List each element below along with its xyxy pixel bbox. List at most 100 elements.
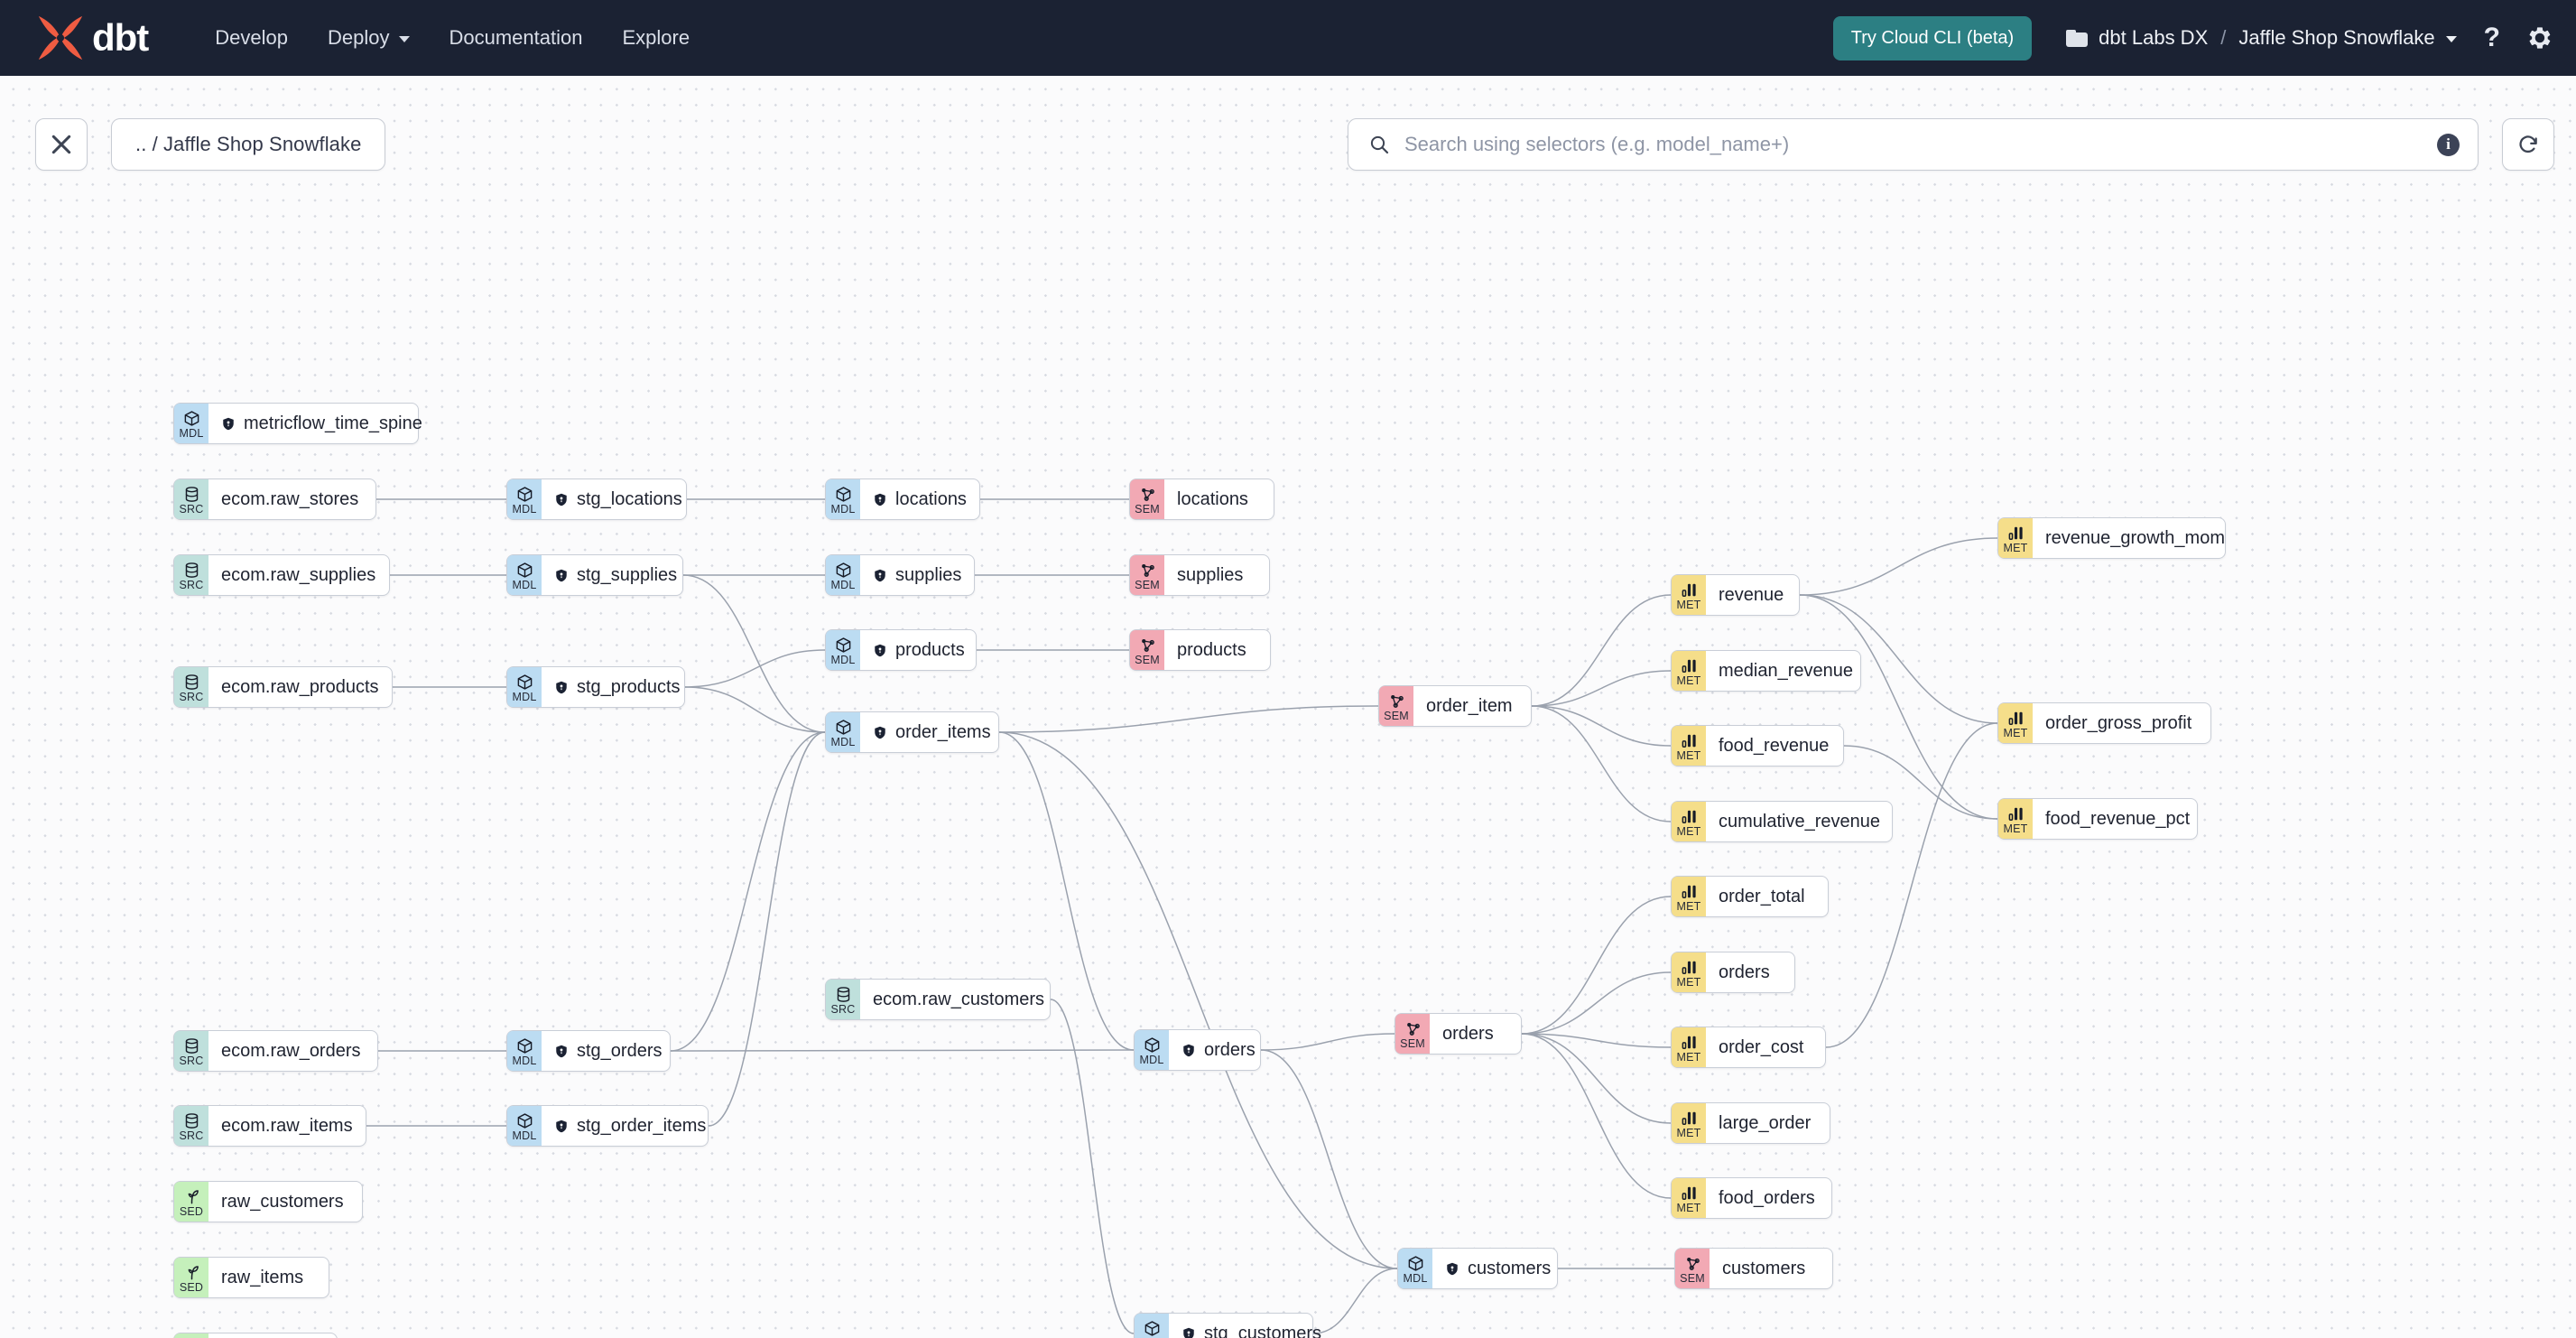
shield-public-icon <box>1183 1044 1194 1056</box>
breadcrumb[interactable]: .. / Jaffle Shop Snowflake <box>111 118 386 171</box>
cube-icon <box>1144 1036 1159 1053</box>
lineage-edge <box>1799 594 1998 820</box>
bar-chart-icon <box>1682 810 1696 823</box>
nav-link-deploy[interactable]: Deploy <box>308 17 429 59</box>
cube-icon <box>517 486 532 502</box>
node-type-badge-mdl: MDL <box>507 479 542 519</box>
search-icon <box>1370 135 1389 154</box>
account-name: dbt Labs DX <box>2099 26 2209 49</box>
settings-button[interactable] <box>2527 25 2553 51</box>
lineage-node-stg-supplies[interactable]: MDL stg_supplies <box>506 554 683 596</box>
nav-link-deploy-label: Deploy <box>328 26 390 49</box>
node-label: stg_supplies <box>577 564 678 585</box>
node-label: stg_customers <box>1204 1323 1322 1338</box>
lineage-node-stg-customers[interactable]: MDL stg_customers <box>1134 1313 1321 1338</box>
help-button[interactable]: ? <box>2484 24 2500 51</box>
nav-link-develop[interactable]: Develop <box>195 17 308 59</box>
node-type-tag: SED <box>179 1280 204 1294</box>
close-button[interactable] <box>35 118 88 171</box>
node-type-tag: MET <box>1676 975 1701 989</box>
node-label: order_total <box>1719 886 1805 906</box>
node-type-badge-met: MET <box>1672 575 1706 615</box>
nav-link-develop-label: Develop <box>215 26 289 49</box>
question-mark-icon: ? <box>2483 23 2500 52</box>
node-type-badge-mdl: MDL <box>826 479 860 519</box>
cube-icon <box>836 486 850 502</box>
shield-public-icon <box>556 1045 567 1057</box>
node-type-badge-sem: SEM <box>1379 686 1413 726</box>
shield-public-icon <box>875 644 885 656</box>
search-input[interactable] <box>1403 132 2437 157</box>
dbt-logo-home-link[interactable]: dbt <box>32 13 149 63</box>
node-body: large_order <box>1706 1103 1825 1143</box>
node-body: ecom.raw_products <box>208 667 394 707</box>
dbt-x-logo-icon <box>38 15 83 60</box>
node-label: products <box>1177 639 1246 660</box>
shield-public-icon <box>1183 1327 1194 1338</box>
node-type-badge-mdl: MDL <box>1135 1314 1169 1338</box>
node-label: order_cost <box>1719 1036 1804 1057</box>
bar-chart-icon <box>2008 807 2023 821</box>
node-type-badge-met: MET <box>1998 703 2033 743</box>
bar-chart-icon <box>1682 734 1696 748</box>
node-type-tag: MDL <box>512 578 537 591</box>
node-body: order_total <box>1706 877 1820 916</box>
lineage-edge <box>1260 1033 1395 1051</box>
try-cloud-cli-button[interactable]: Try Cloud CLI (beta) <box>1832 15 2033 60</box>
shield-public-icon <box>556 1120 567 1132</box>
nav-link-documentation[interactable]: Documentation <box>430 17 603 59</box>
node-label: stg_orders <box>577 1040 663 1061</box>
search-bar[interactable]: i <box>1348 118 2479 171</box>
info-icon[interactable]: i <box>2437 133 2460 156</box>
refresh-button[interactable] <box>2502 118 2554 171</box>
lineage-edge <box>1531 705 1672 822</box>
nav-link-explore[interactable]: Explore <box>602 17 709 59</box>
node-body: order_cost <box>1706 1027 1819 1067</box>
lineage-edge <box>1521 971 1672 1035</box>
database-icon <box>185 1112 198 1129</box>
project-selector[interactable]: dbt Labs DX / Jaffle Shop Snowflake <box>2066 26 2457 50</box>
node-label: orders <box>1442 1023 1494 1044</box>
node-label: supplies <box>1177 564 1244 585</box>
node-type-tag: SED <box>179 1204 204 1218</box>
